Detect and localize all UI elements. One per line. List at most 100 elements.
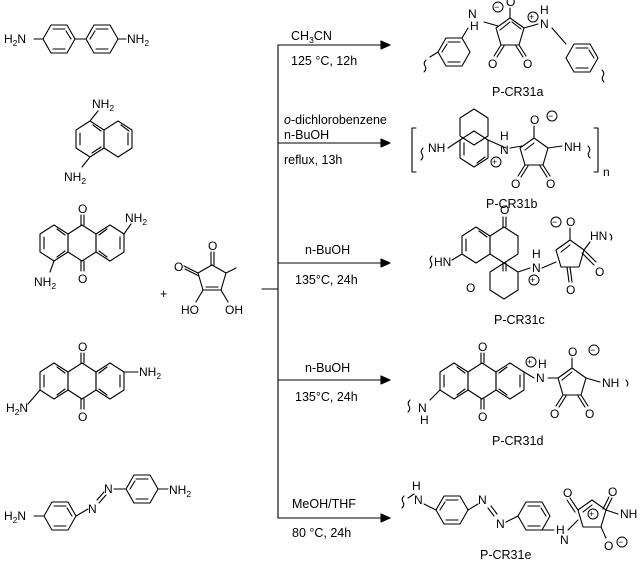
nh-c-mid: N [532, 261, 541, 275]
svg-text:+: + [589, 509, 594, 519]
nh-a-right: N [540, 17, 549, 31]
oxo-a-top: O [506, 0, 515, 9]
product-label-d: P-CR31d [492, 434, 543, 448]
svg-text:H: H [538, 357, 547, 371]
reactant-croconic-acid: O O HO OH [174, 239, 243, 317]
amine-label-right: NH2 [127, 32, 149, 48]
amine-label-left: H2N [6, 401, 28, 417]
nh-e-right: NH [620, 507, 637, 521]
reactant-diaminoazobenzene: H2N N N NH2 [4, 474, 191, 531]
amine-label-left: H2N [4, 32, 26, 48]
nh-b-mid-h: H [500, 129, 509, 143]
conditions-b-solvent1: o-dichlorobenzene [284, 113, 387, 127]
svg-text:−: − [590, 345, 595, 355]
plus-sign: + [160, 287, 167, 301]
amine-label-top: NH2 [92, 97, 114, 113]
product-label-e: P-CR31e [480, 548, 531, 562]
nh-c-left: HN [434, 255, 451, 269]
repeat-n: n [603, 165, 610, 179]
amine-label-bottom: NH2 [34, 275, 56, 291]
nh-b-left: NH [428, 141, 445, 155]
nh-e-mid: H [556, 523, 565, 537]
carbonyl-o-top: O [78, 202, 87, 216]
svg-text:H: H [540, 3, 549, 17]
product-d-structure: O O N H N H + O − NH O O [407, 340, 629, 427]
svg-text:+: + [527, 357, 532, 367]
oxo-left: O [174, 260, 183, 274]
oxo-e-bottom: O [604, 539, 613, 553]
oxo-d-bottom: O [478, 410, 487, 424]
reactant-benzidine: H2N NH2 [4, 24, 149, 54]
nh-c-right: HN [590, 229, 607, 243]
reactant-diaminonaphthalene: NH2 NH2 [64, 97, 133, 186]
product-label-c: P-CR31c [494, 313, 545, 327]
product-e-structure: H N N N H N + O O NH O − [401, 479, 637, 553]
svg-text:H: H [420, 413, 429, 427]
amine-label-left: H2N [4, 509, 26, 525]
conditions-e-temp: 80 °C, 24h [292, 526, 351, 540]
oxo-b-br: O [546, 177, 555, 191]
conditions-b-temp: reflux, 13h [284, 153, 342, 167]
azo-e-n1: N [478, 493, 487, 507]
nh-b-right: NH [564, 140, 581, 154]
reactant-26-diaminoanthraquinone: O O NH2 H2N [6, 340, 161, 424]
conditions-d-solvent: n-BuOH [305, 361, 350, 375]
hydroxyl-left: HO [181, 303, 199, 317]
oxo-b-top: O [530, 113, 539, 127]
svg-text:+: + [492, 157, 497, 167]
oxo-c-right: O [595, 265, 604, 279]
conditions-a-temp: 125 °C, 12h [291, 54, 357, 68]
azo-n2: N [104, 482, 113, 496]
product-a-structure: H N O − N H + O O [423, 0, 605, 83]
azo-e-n2: N [496, 517, 505, 531]
product-label-b: P-CR31b [486, 197, 537, 211]
oxo-c-ring-top: O [566, 215, 575, 229]
conditions-c-temp: 135°C, 24h [295, 273, 358, 287]
oxo-e-left: O [563, 486, 572, 500]
nh-d-right: NH [602, 376, 619, 390]
conditions-e-solvent: MeOH/THF [292, 497, 356, 511]
oxo-c-bottom: O [466, 281, 475, 295]
oxo-d-ring-top: O [568, 345, 577, 359]
product-b-structure: NH H N + O − NH O O n [411, 108, 610, 191]
oxo-c-top: O [500, 203, 509, 217]
reactant-diaminoanthraquinone: O O NH2 NH2 [34, 202, 147, 291]
oxo-a-bl: O [488, 57, 497, 71]
conditions-d-temp: 135°C, 24h [295, 390, 358, 404]
svg-text:+: + [529, 12, 534, 22]
oxo-e-right: O [608, 485, 617, 499]
nh-d-mid: N [536, 371, 545, 385]
svg-text:−: − [552, 217, 557, 227]
oxo-a-br: O [523, 57, 532, 71]
svg-text:N: N [414, 493, 423, 507]
product-c-structure: O HN O N H + O − HN O O [429, 203, 613, 300]
carbonyl-o-bottom: O [78, 410, 87, 424]
svg-text:−: − [548, 111, 553, 121]
hydroxyl-right: OH [225, 303, 243, 317]
oxo-top: O [208, 239, 217, 253]
nh-a-left-n: N [468, 7, 477, 21]
conditions-c-solvent: n-BuOH [305, 243, 350, 257]
amine-label-top: NH2 [125, 211, 147, 227]
oxo-b-bl: O [511, 177, 520, 191]
oxo-d-bl: O [550, 407, 559, 421]
azo-n1: N [88, 502, 97, 516]
oxo-c-bottom-ring: O [566, 283, 575, 297]
svg-text:+: + [530, 275, 535, 285]
svg-text:−: − [494, 2, 499, 12]
svg-text:H: H [532, 247, 541, 261]
amine-label-right: NH2 [169, 483, 191, 499]
product-label-a: P-CR31a [492, 85, 543, 99]
svg-text:N: N [560, 533, 569, 547]
nh-b-mid: N [500, 143, 509, 157]
amine-label-bottom: NH2 [64, 170, 86, 186]
conditions-a-solvent: CH3CN [291, 29, 332, 45]
amine-label-right: NH2 [139, 365, 161, 381]
conditions-b-solvent2: n-BuOH [284, 128, 329, 142]
nh-d-left: N [418, 401, 427, 415]
oxo-d-top: O [478, 340, 487, 354]
svg-text:−: − [618, 537, 623, 547]
carbonyl-o-top: O [78, 340, 87, 354]
carbonyl-o-bottom: O [78, 272, 87, 286]
